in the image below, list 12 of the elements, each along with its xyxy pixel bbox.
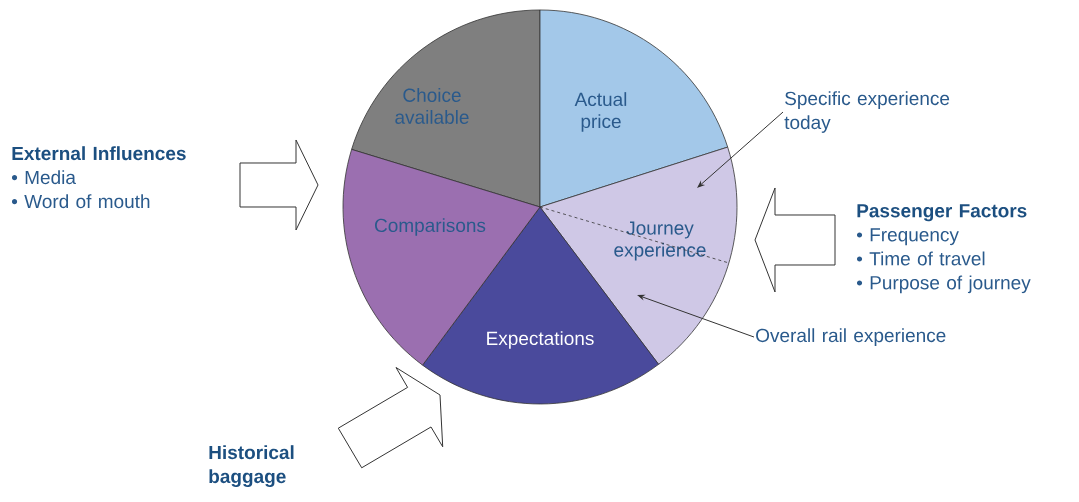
block-arrow: [239, 139, 319, 231]
arrow: [637, 294, 755, 338]
block-arrow: [337, 367, 444, 469]
text-label: Overall rail experience: [756, 328, 946, 346]
text-label: Passenger Factors • Frequency • Time of travel • Purpose of journey: [856, 204, 1031, 294]
text-label: Specific experience today: [784, 91, 950, 133]
text-label: External Influences • Media • Word of mouth: [11, 146, 186, 209]
pie-slice: Choice available: [351, 9, 541, 208]
block-arrow: [754, 187, 836, 293]
arrow: [697, 111, 784, 188]
text-label: Historical baggage: [209, 445, 294, 487]
pie-slice: Actual price: [539, 9, 729, 208]
